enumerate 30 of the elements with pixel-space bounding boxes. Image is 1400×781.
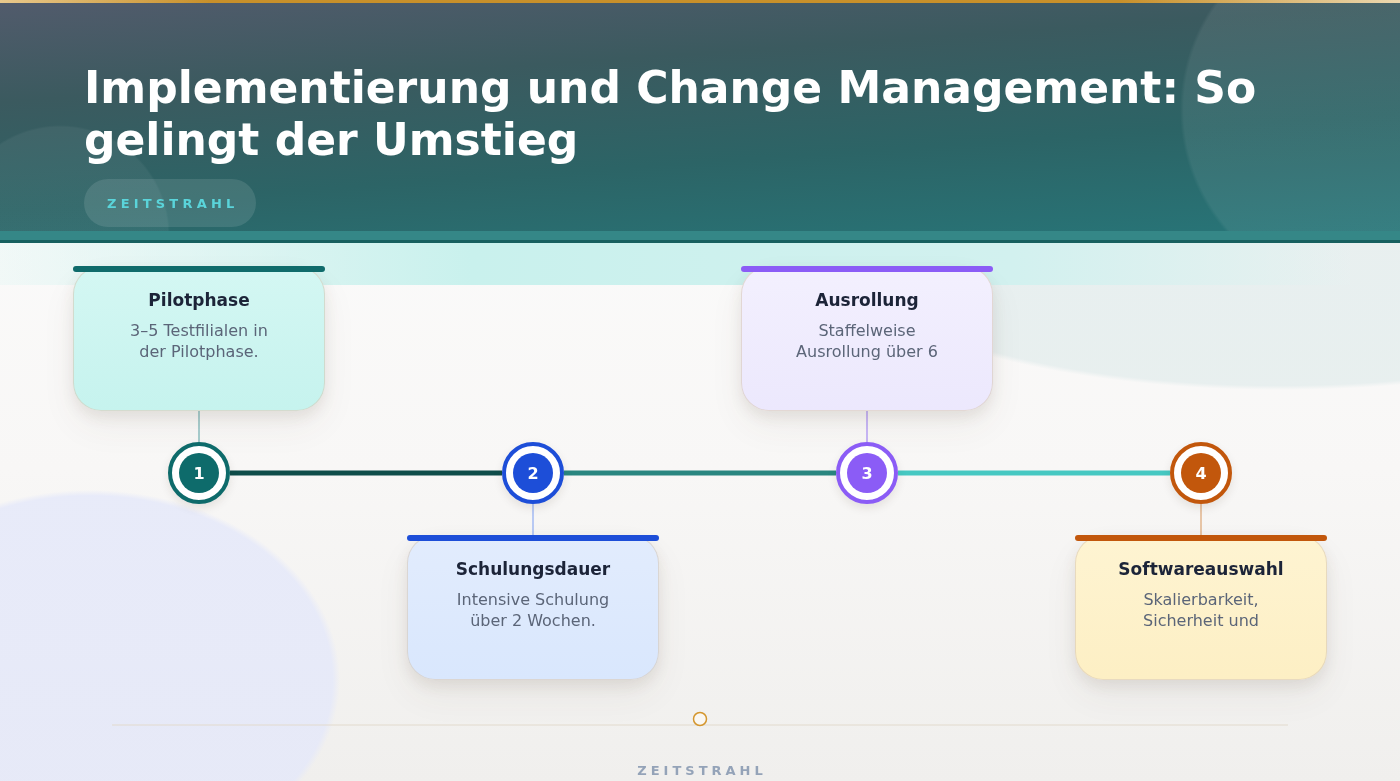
card-heading: Schulungsdauer [454, 558, 612, 580]
step-number: 3 [847, 453, 887, 493]
card-description: Skalierbarkeit, Sicherheit und [1142, 589, 1260, 631]
section-tag: ZEITSTRAHL [84, 179, 257, 227]
connector-line [1200, 503, 1202, 536]
step-number: 1 [179, 453, 219, 493]
card-description: Staffelweise Ausrollung über 6 [795, 320, 939, 362]
card-description: Intensive Schulung über 2 Wochen. [455, 589, 611, 631]
timeline-segment [230, 470, 502, 476]
step-marker [168, 442, 230, 504]
card-heading: Pilotphase [147, 289, 251, 311]
step-marker [502, 442, 564, 504]
card-heading: Softwareauswahl [1117, 558, 1285, 580]
step-marker [836, 442, 898, 504]
milestone-card [1075, 535, 1327, 680]
step-number: 2 [513, 453, 553, 493]
step-number: 4 [1181, 453, 1221, 493]
connector-line [866, 410, 868, 443]
milestone-card [73, 266, 325, 411]
footer-label: ZEITSTRAHL [636, 762, 767, 780]
page-title: Implementierung und Change Management: So gelingt der Umstieg [84, 62, 1258, 166]
milestone-card [407, 535, 659, 680]
connector-line [532, 503, 534, 536]
timeline-segment [564, 470, 836, 476]
timeline-segment [898, 470, 1170, 476]
connector-line [198, 410, 200, 443]
card-heading: Ausrollung [814, 289, 920, 311]
milestone-card [741, 266, 993, 411]
card-description: 3–5 Testfilialen in der Pilotphase. [129, 320, 269, 362]
step-marker [1170, 442, 1232, 504]
